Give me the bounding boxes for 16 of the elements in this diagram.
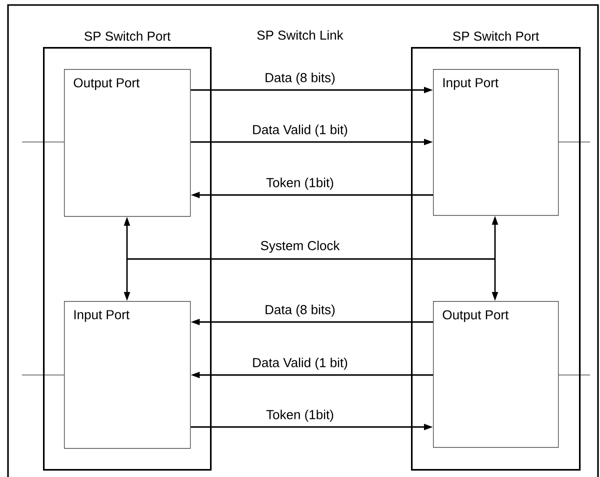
edge-label: Data Valid (1 bit) — [251, 356, 349, 371]
edge-label: Data Valid (1 bit) — [251, 124, 349, 138]
label: System Clock — [260, 240, 340, 253]
node-label: SP Switch Port — [84, 31, 171, 41]
edge-label: Data (8 bits) — [264, 72, 336, 86]
port-box: Input Port — [433, 69, 559, 216]
edge-label: Data (8 bits) — [264, 304, 336, 318]
node-label: SP Switch Port — [453, 31, 540, 41]
edge-label: Token (1bit) — [265, 408, 335, 423]
line — [22, 374, 64, 376]
line — [558, 374, 590, 376]
edge-label: Token (1bit) — [265, 176, 335, 191]
label: SP Switch Link — [257, 30, 344, 40]
port-box: Input Port — [64, 301, 191, 449]
port-box: Output Port — [433, 301, 559, 448]
port-box: Output Port — [64, 69, 191, 217]
